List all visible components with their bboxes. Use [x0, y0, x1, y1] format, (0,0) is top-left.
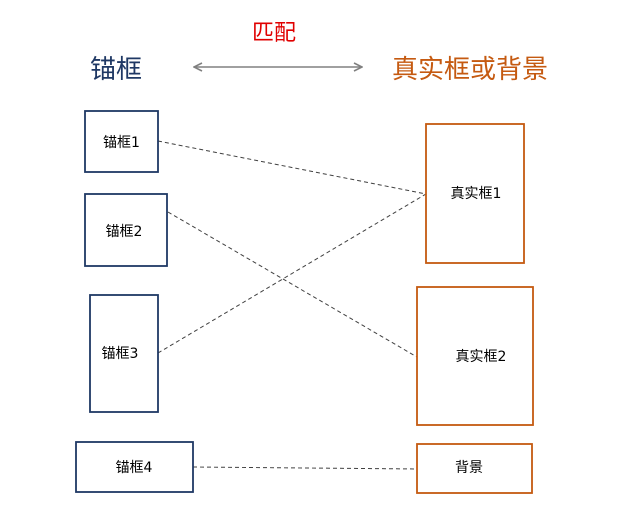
anchor-box-3: 锚框3 — [89, 294, 159, 413]
background-box-label: 背景 — [455, 460, 483, 476]
connector-anchor1-truth1 — [157, 140, 427, 195]
background-box: 背景 — [416, 443, 533, 494]
anchor-box-1: 锚框1 — [84, 110, 159, 173]
truth-box-1: 真实框1 — [425, 123, 525, 264]
truth-box-2: 真实框2 — [416, 286, 534, 426]
anchor-box-2-label: 锚框2 — [106, 224, 143, 240]
anchor-box-1-label: 锚框1 — [103, 135, 140, 151]
connector-anchor3-truth1 — [157, 193, 427, 354]
connector-anchor2-truth2 — [167, 211, 418, 358]
anchor-box-4: 锚框4 — [75, 441, 194, 493]
truth-box-2-label: 真实框2 — [456, 349, 507, 365]
match-label: 匹配 — [252, 21, 296, 46]
anchor-box-2: 锚框2 — [84, 193, 168, 267]
connector-anchor4-background — [192, 466, 418, 470]
anchor-box-4-label: 锚框4 — [116, 460, 153, 476]
truth-box-1-label: 真实框1 — [451, 186, 502, 202]
anchor-box-3-label: 锚框3 — [102, 346, 139, 362]
anchor-heading: 锚框 — [90, 55, 142, 85]
connector-group — [157, 140, 427, 470]
truth-or-background-heading: 真实框或背景 — [392, 55, 548, 85]
